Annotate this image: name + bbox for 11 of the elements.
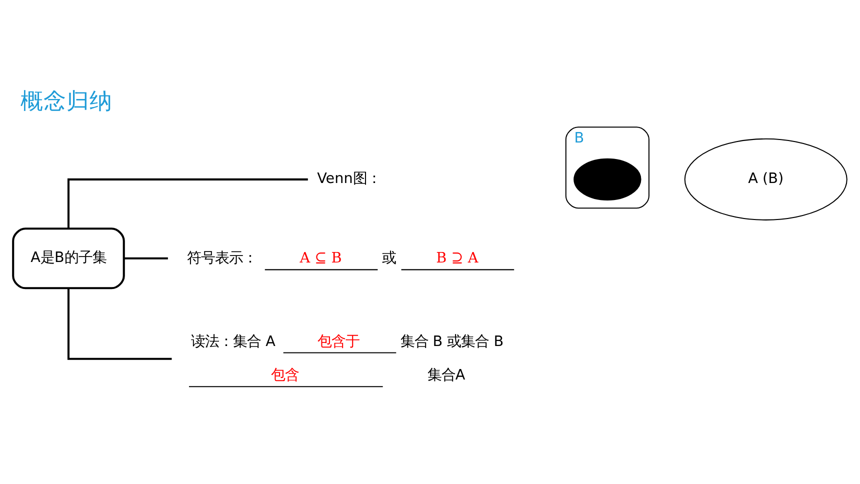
node-box: A是B的子集: [12, 227, 125, 289]
diagram-title: 概念归纳: [20, 88, 112, 114]
node-ellipse: A (B): [684, 138, 848, 220]
node-text: 符号表示： A ⊆ B 或 B ⊇ A: [186, 250, 478, 266]
node-text: Venn图：: [317, 170, 381, 187]
connector: [124, 256, 168, 259]
cluster: B: [565, 126, 650, 208]
connector: [67, 178, 308, 228]
connector: [67, 288, 172, 360]
node-text: 读法：集合 A 包含于 集合 B 或集合 B 包含 集合A: [191, 333, 504, 384]
node-ellipse: [574, 158, 642, 200]
